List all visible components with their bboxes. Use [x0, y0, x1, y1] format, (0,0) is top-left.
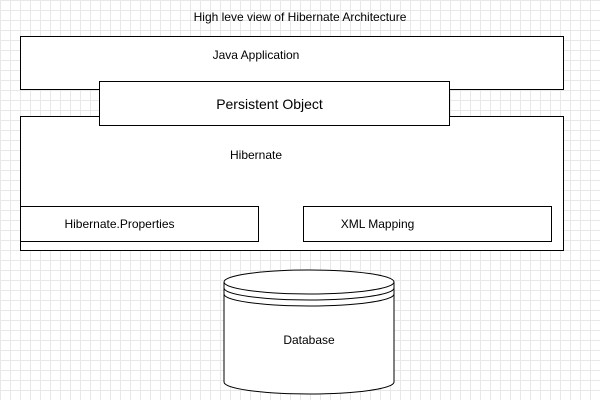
database-cylinder-ring-1: [223, 287, 395, 301]
database-label: Database: [283, 333, 335, 347]
xml-mapping-label: XML Mapping: [340, 217, 415, 231]
diagram-title: High leve view of Hibernate Architecture: [193, 10, 407, 24]
hibernate-properties-label: Hibernate.Properties: [64, 217, 175, 231]
database-cylinder-body: [223, 282, 395, 395]
hibernate-label: Hibernate: [229, 148, 283, 162]
xml-mapping-box: XML Mapping: [303, 206, 552, 242]
database-cylinder-ring-2: [223, 293, 395, 307]
database-cylinder-top: [223, 269, 395, 295]
java-application-label: Java Application: [212, 48, 300, 62]
hibernate-properties-box: Hibernate.Properties: [20, 206, 259, 242]
persistent-object-label: Persistent Object: [216, 96, 323, 112]
persistent-object-box: Persistent Object: [99, 81, 450, 126]
